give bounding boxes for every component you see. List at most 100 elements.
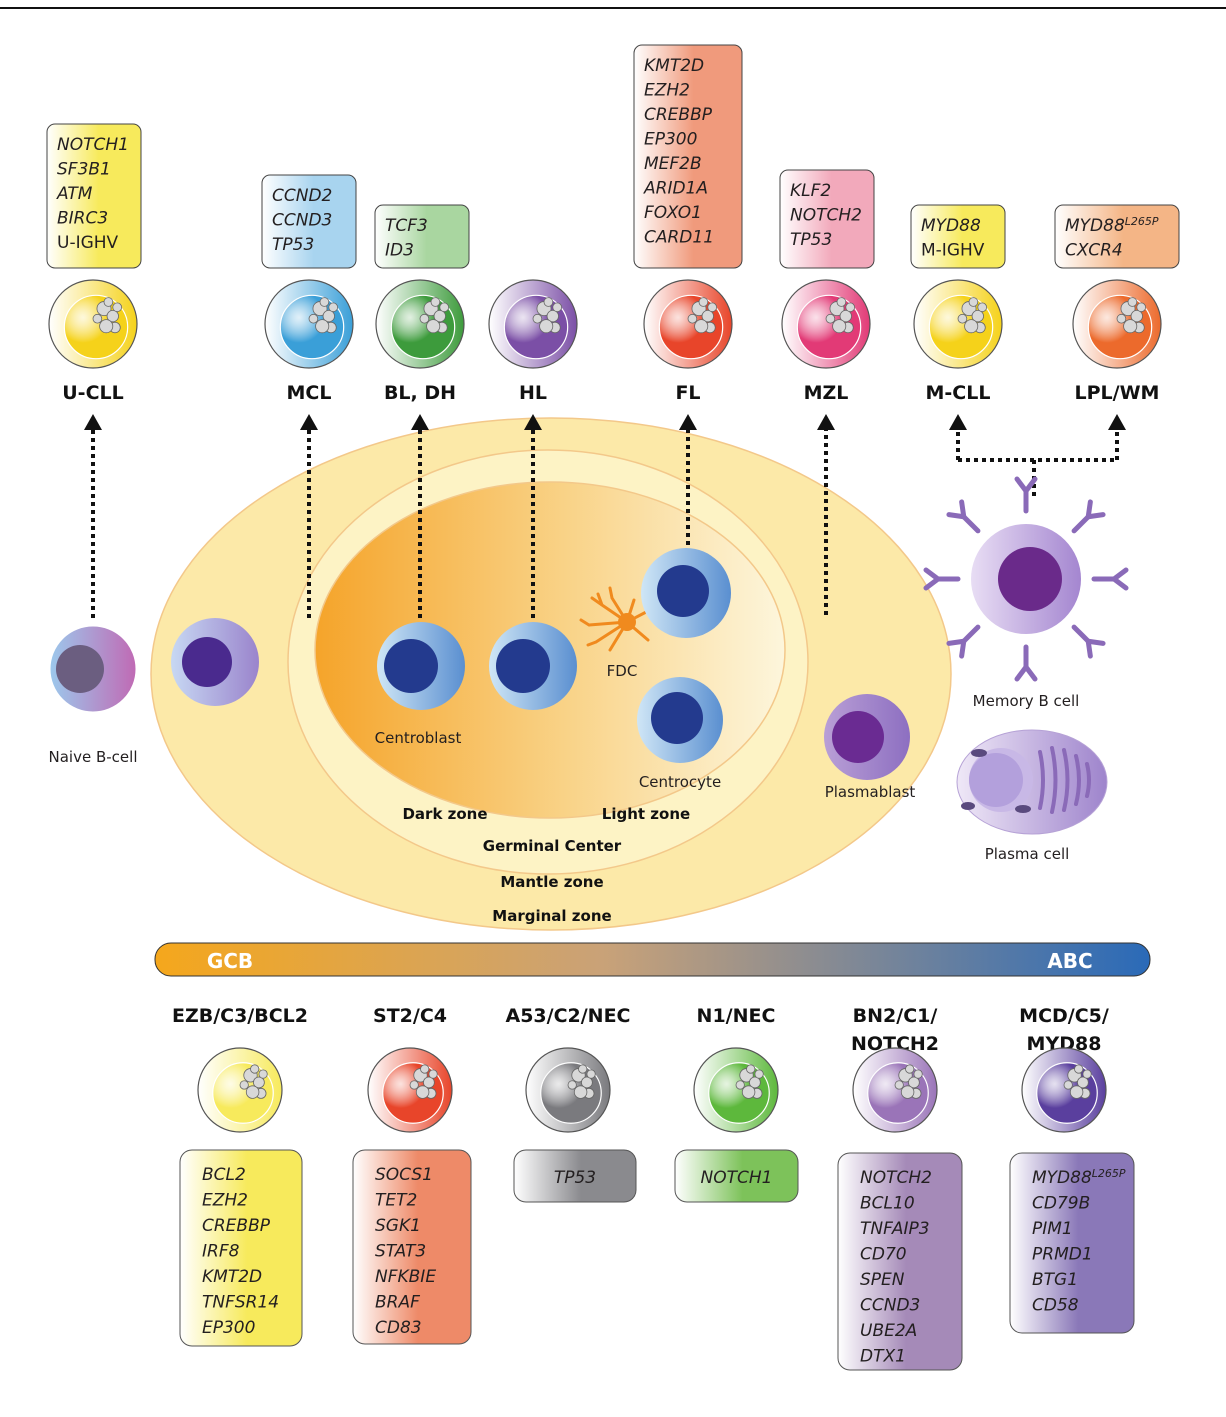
plasma-cell-label: Plasma cell [985,845,1070,863]
gene-label: CARD11 [644,228,714,248]
gene-label: DTX1 [860,1347,906,1367]
gene-label: TP53 [554,1168,596,1188]
plasmablast-label: Plasmablast [825,783,916,801]
arrow-bldh [411,414,429,618]
gene-label: NOTCH1 [701,1168,773,1188]
subtype-gene-box [352,1149,472,1345]
subtype-label: N1/NEC [697,1005,776,1027]
antibody-icon [1071,624,1106,659]
fdc-label: FDC [607,662,638,680]
arrow-mcll [949,414,967,460]
plasmablast-cell: Plasmablast [824,694,915,801]
gene-label: NOTCH2 [790,206,862,226]
cell-fl [643,279,733,369]
arrow-mzl [817,414,835,615]
subtype-label: EZB/C3/BCL2 [172,1005,308,1027]
arrow-hl [524,414,542,618]
gene-label: NOTCH1 [57,135,129,155]
naive-b-cell-label: Naive B-cell [49,748,138,766]
antibody-icon [946,499,981,534]
subtype-label: NOTCH2 [851,1033,939,1055]
antibody-icon [1014,644,1038,682]
gene-label: CD70 [860,1245,907,1265]
lymphoma-label-mcl: MCL [287,382,332,404]
centrocyte-label: Centrocyte [639,773,721,791]
gene-label: CD58 [1032,1296,1079,1316]
gene-box-fl: KMT2DEZH2CREBBPEP300MEF2BARID1AFOXO1CARD… [633,44,743,269]
subtype-label: A53/C2/NEC [505,1005,630,1027]
subtype-mcd: MCD/C5/MYD88MYD88L265PCD79BPIM1PRMD1BTG1… [1009,1005,1135,1334]
lymphoma-label-mzl: MZL [804,382,849,404]
cell-lplwm [1072,279,1162,369]
gene-label: NOTCH2 [860,1168,932,1188]
gene-label: BTG1 [1032,1270,1078,1290]
gene-label: TP53 [272,235,314,255]
marginal-zone-label: Marginal zone [492,907,611,925]
gene-label: ARID1A [643,179,708,199]
subtype-gene-box [1009,1152,1135,1334]
centroblast-label: Centroblast [375,729,462,747]
antibody-icon [1014,476,1038,514]
mantle-zone-label: Mantle zone [500,873,603,891]
hl-precursor-cell [489,622,577,710]
gene-label: NFKBIE [375,1267,436,1287]
cell-mzl [781,279,871,369]
antibody-icon [923,567,961,591]
dlbcl-subtypes: EZB/C3/BCL2BCL2EZH2CREBBPIRF8KMT2DTNFSR1… [172,1005,1135,1371]
gene-label: ID3 [385,241,414,261]
gene-label: CD83 [375,1318,422,1338]
lymphoma-label-hl: HL [519,382,547,404]
subtype-label: MCD/C5/ [1019,1005,1109,1027]
centrocyte-cell-upper [641,548,731,638]
antibody-icon [946,624,981,659]
memory-b-cell: Memory B cell [923,476,1129,710]
antibody-icon [1071,499,1106,534]
subtype-gene-box [179,1149,303,1347]
gene-label: CD79B [1032,1194,1090,1214]
plasma-cell: Plasma cell [956,729,1108,863]
gene-label: SF3B1 [57,160,111,180]
light-zone-label: Light zone [602,805,690,823]
subtype-label: MYD88 [1027,1033,1102,1055]
naive-b-cell: Naive B-cell [49,625,138,766]
gene-label: IRF8 [202,1242,240,1262]
lymphoma-label-lplwm: LPL/WM [1075,382,1160,404]
gene-label: BCL2 [202,1165,246,1185]
gene-label: EP300 [202,1318,255,1338]
gene-label: CREBBP [202,1216,271,1236]
subtype-cell-a53 [525,1047,611,1133]
gene-label: CXCR4 [1065,241,1123,261]
subtype-bn2: BN2/C1/NOTCH2NOTCH2BCL10TNFAIP3CD70SPENC… [837,1005,963,1371]
centroblast-cell: Centroblast [375,622,465,747]
arrow-lplwm [1108,414,1126,460]
cell-bldh [375,279,465,369]
fdc-cell [579,586,652,652]
gene-label: EZH2 [644,81,690,101]
subtype-cell-ezb [197,1047,283,1133]
gene-label: KMT2D [202,1267,262,1287]
gene-label: EZH2 [202,1191,248,1211]
subtype-label: BN2/C1/ [853,1005,938,1027]
cell-hl [488,279,578,369]
gene-label: BRAF [375,1293,420,1313]
gene-label: SOCS1 [375,1165,433,1185]
gene-label: SPEN [860,1270,905,1290]
gcb-label: GCB [207,949,253,973]
gene-label: CREBBP [644,105,713,125]
antibody-icon [1091,567,1129,591]
gene-label: CCND3 [272,211,332,231]
arrow-fl [679,414,697,545]
gene-label: CCND2 [272,186,332,206]
gene-label: TNFAIP3 [860,1219,930,1239]
gene-label: M-IGHV [921,241,985,261]
gene-label: MYD88 [921,216,981,236]
lymphoma-label-bldh: BL, DH [384,382,456,404]
cell-mcl [264,279,354,369]
subtype-cell-mcd [1021,1047,1107,1133]
